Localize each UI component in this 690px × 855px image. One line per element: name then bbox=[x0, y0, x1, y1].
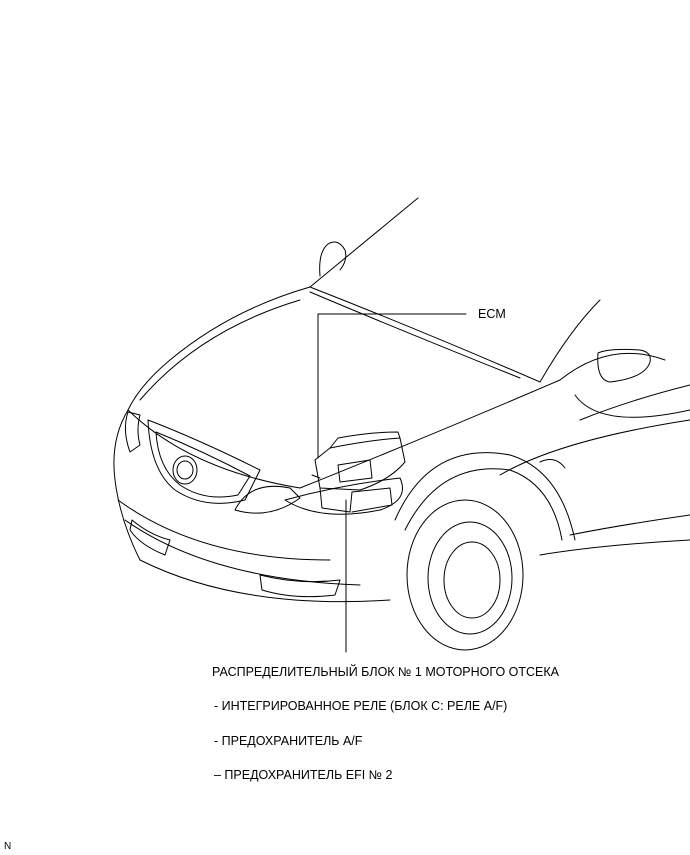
junction-block-label: РАСПРЕДЕЛИТЕЛЬНЫЙ БЛОК № 1 МОТОРНОГО ОТС… bbox=[212, 665, 559, 679]
tire bbox=[406, 499, 524, 651]
headlight-right bbox=[234, 485, 301, 514]
fender-top bbox=[559, 352, 666, 381]
hood-crease-left bbox=[139, 299, 301, 401]
a-pillar-right bbox=[539, 299, 601, 383]
figure-code: N bbox=[4, 841, 12, 852]
bumper-lower bbox=[124, 519, 361, 586]
emblem bbox=[172, 455, 198, 485]
fog-lamp-left bbox=[129, 519, 171, 556]
headlight-right-outer bbox=[284, 477, 403, 515]
ecm-label: ECM bbox=[478, 307, 506, 321]
left-mirror bbox=[319, 241, 347, 277]
hood-left-edge bbox=[127, 286, 311, 411]
headlight-left bbox=[124, 411, 141, 453]
side-crease bbox=[499, 419, 690, 476]
hood-front-edge bbox=[127, 409, 301, 489]
a-pillar bbox=[309, 286, 541, 383]
grille-frame bbox=[147, 419, 261, 504]
fender-vent bbox=[539, 459, 566, 469]
door-line bbox=[574, 394, 690, 418]
rim bbox=[443, 541, 501, 619]
rocker-2 bbox=[539, 539, 690, 556]
hood-crease-right bbox=[309, 291, 521, 379]
tire-inner bbox=[427, 521, 513, 635]
windshield-edge bbox=[309, 197, 419, 288]
emblem-inner bbox=[176, 460, 194, 480]
grille-inner bbox=[155, 431, 251, 498]
integrated-relay-label: - ИНТЕГРИРОВАННОЕ РЕЛЕ (БЛОК С: РЕЛЕ A/F… bbox=[214, 699, 508, 713]
right-mirror bbox=[597, 348, 651, 383]
hood-rear-edge bbox=[299, 379, 561, 489]
wheel-arch-inner bbox=[404, 468, 563, 541]
wheel-arch bbox=[394, 452, 576, 541]
rocker bbox=[569, 514, 690, 536]
fuse-af-label: - ПРЕДОХРАНИТЕЛЬ A/F bbox=[214, 734, 363, 748]
lower-intake bbox=[259, 574, 341, 598]
fuse-efi-label: – ПРЕДОХРАНИТЕЛЬ EFI № 2 bbox=[214, 768, 393, 782]
fascia-left bbox=[113, 409, 141, 561]
fascia-bottom bbox=[139, 559, 391, 603]
ecm-component bbox=[311, 431, 406, 513]
bumper-line bbox=[117, 499, 331, 561]
door-line-2 bbox=[579, 384, 690, 421]
ecm-leader-line bbox=[317, 313, 467, 459]
